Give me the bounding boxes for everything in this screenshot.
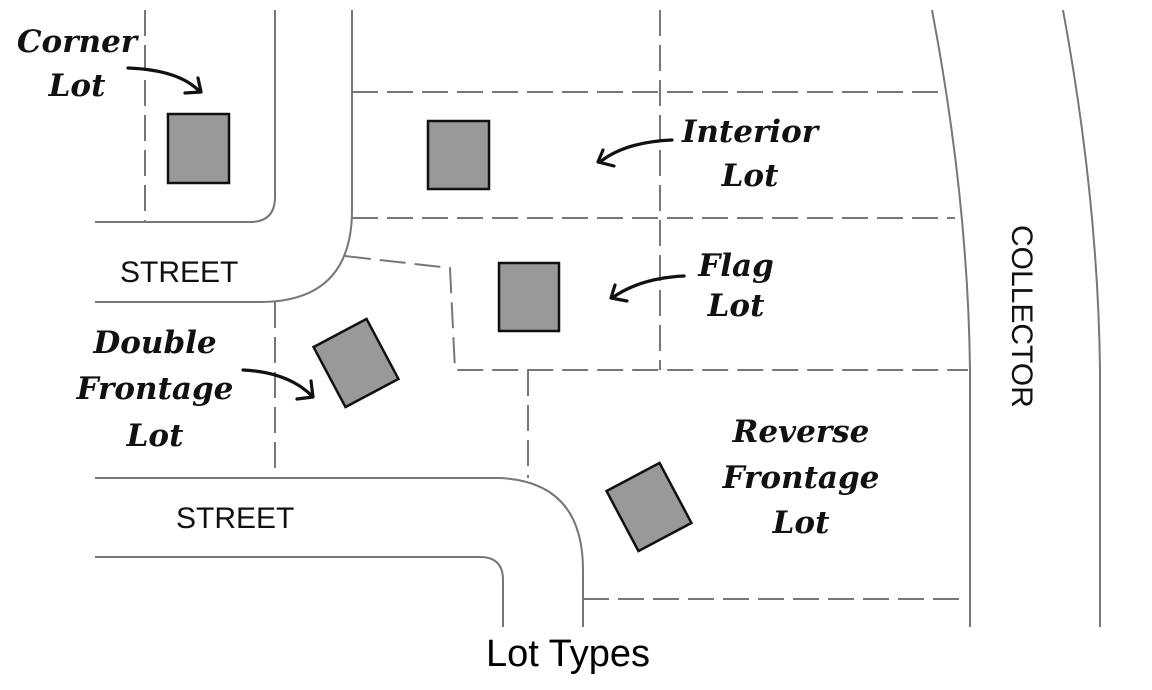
double-frontage-label-line1: Double — [92, 325, 216, 361]
lot-labels: Corner Lot Interior Lot Flag Lot Double … — [17, 24, 880, 541]
flag-lot-label-line2: Lot — [707, 288, 765, 324]
upper-street-north-edge — [95, 10, 276, 223]
lot-lines — [144, 10, 968, 600]
flag-lot-arrow-icon — [609, 274, 686, 303]
street-labels: STREET STREET COLLECTOR — [120, 225, 1038, 535]
lower-street-south-edge — [95, 556, 504, 627]
double-frontage-building — [311, 317, 401, 409]
arrows — [126, 66, 686, 401]
reverse-frontage-building — [604, 461, 694, 553]
interior-lot-label-line2: Lot — [721, 158, 779, 194]
double-frontage-arrow-icon — [241, 368, 315, 401]
lower-street-north-edge — [95, 477, 584, 627]
corner-lot-label-line1: Corner — [17, 24, 140, 60]
corner-lot-arrow-icon — [126, 66, 203, 95]
interior-lot-building — [426, 119, 491, 191]
collector-east-edge — [1062, 9, 1101, 627]
corner-lot-building — [166, 112, 231, 185]
interior-lot-arrow-icon — [596, 138, 674, 168]
buildings — [166, 112, 694, 553]
reverse-frontage-label-line2: Frontage — [722, 460, 880, 496]
corner-lot-label-line2: Lot — [48, 68, 106, 104]
road-edges — [95, 9, 1101, 627]
flag-lot-boundary — [344, 255, 968, 371]
collector-street-label: COLLECTOR — [1005, 225, 1038, 408]
upper-street-label: STREET — [120, 256, 238, 289]
figure-caption: Lot Types — [486, 633, 650, 675]
lower-street-label: STREET — [176, 502, 294, 535]
reverse-frontage-label-line3: Lot — [772, 505, 830, 541]
reverse-frontage-label-line1: Reverse — [732, 414, 870, 450]
double-frontage-label-line3: Lot — [126, 418, 184, 454]
central-road-west-edge — [95, 10, 353, 303]
collector-west-edge — [931, 9, 971, 627]
flag-lot-label-line1: Flag — [697, 248, 774, 284]
interior-lot-label-line1: Interior — [681, 114, 821, 150]
flag-lot-building — [497, 261, 561, 333]
double-frontage-label-line2: Frontage — [76, 371, 234, 407]
